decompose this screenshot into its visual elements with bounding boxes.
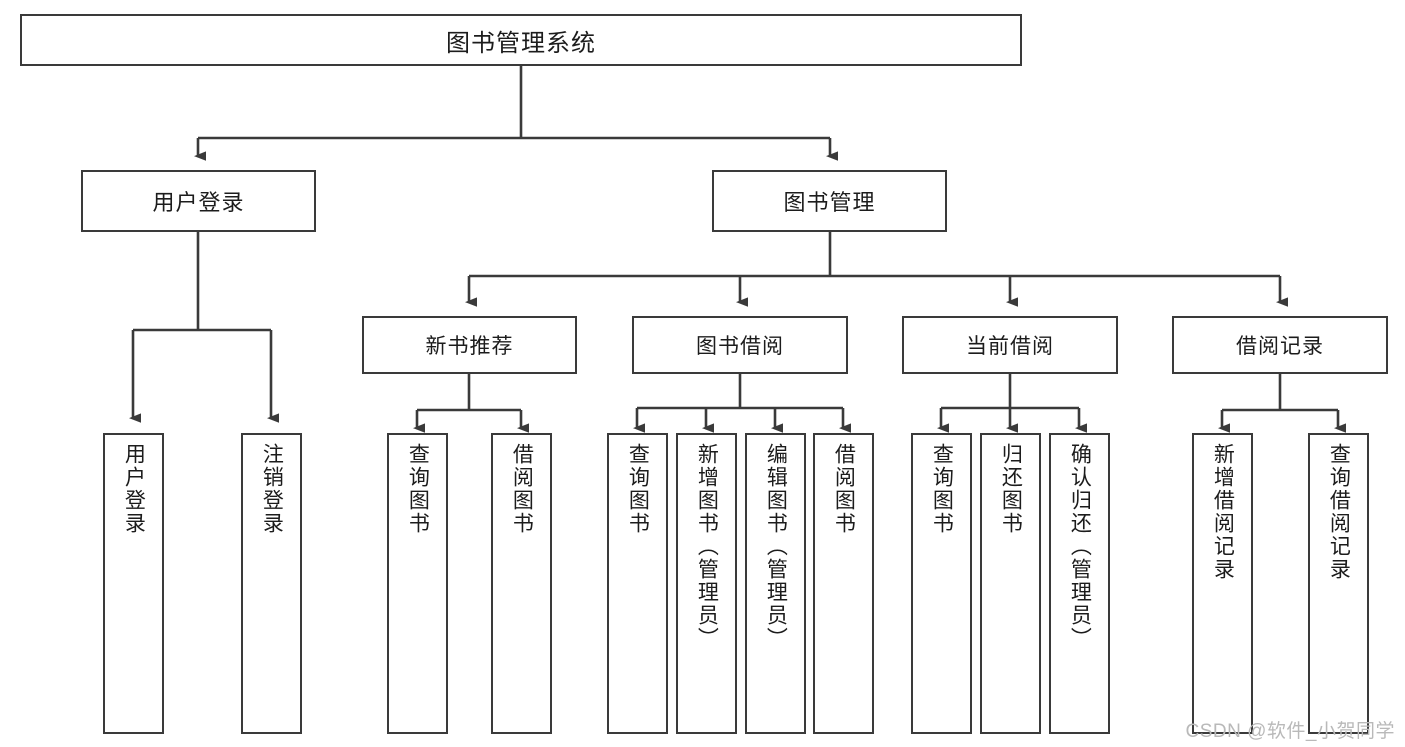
leaf-label: 编辑图书（管理员） <box>764 443 788 650</box>
leaf-label: 新增借阅记录 <box>1211 443 1235 581</box>
node-root-label: 图书管理系统 <box>446 29 596 57</box>
node-root[interactable]: 图书管理系统 <box>20 14 1022 66</box>
leaf-current-return-book[interactable]: 归还图书 <box>980 433 1041 734</box>
node-new-book-recommend-label: 新书推荐 <box>425 335 514 358</box>
leaf-label: 查询图书 <box>406 443 430 535</box>
leaf-user-login-logout[interactable]: 注销登录 <box>241 433 302 734</box>
node-borrow-record-label: 借阅记录 <box>1236 335 1324 358</box>
leaf-label: 借阅图书 <box>832 443 856 535</box>
leaf-record-query-record[interactable]: 查询借阅记录 <box>1308 433 1369 734</box>
node-current-borrow[interactable]: 当前借阅 <box>902 316 1118 374</box>
node-book-management[interactable]: 图书管理 <box>712 170 947 232</box>
node-new-book-recommend[interactable]: 新书推荐 <box>362 316 577 374</box>
node-book-borrow[interactable]: 图书借阅 <box>632 316 848 374</box>
node-user-login[interactable]: 用户登录 <box>81 170 316 232</box>
leaf-label: 归还图书 <box>999 443 1023 535</box>
leaf-label: 查询图书 <box>930 443 954 535</box>
leaf-recommend-query-book[interactable]: 查询图书 <box>387 433 448 734</box>
node-current-borrow-label: 当前借阅 <box>966 335 1054 358</box>
csdn-watermark: CSDN @软件_小贺同学 <box>1185 721 1395 742</box>
leaf-borrow-borrow-book[interactable]: 借阅图书 <box>813 433 874 734</box>
leaf-label: 新增图书（管理员） <box>695 443 719 650</box>
leaf-borrow-edit-book-admin[interactable]: 编辑图书（管理员） <box>745 433 806 734</box>
leaf-label: 查询图书 <box>626 443 650 535</box>
node-user-login-label: 用户登录 <box>152 190 245 215</box>
node-book-borrow-label: 图书借阅 <box>696 335 784 358</box>
leaf-borrow-add-book-admin[interactable]: 新增图书（管理员） <box>676 433 737 734</box>
leaf-label: 用户登录 <box>122 443 146 535</box>
leaf-label: 注销登录 <box>260 443 284 535</box>
leaf-user-login-login[interactable]: 用户登录 <box>103 433 164 734</box>
leaf-current-query-book[interactable]: 查询图书 <box>911 433 972 734</box>
leaf-borrow-query-book[interactable]: 查询图书 <box>607 433 668 734</box>
leaf-recommend-borrow-book[interactable]: 借阅图书 <box>491 433 552 734</box>
leaf-label: 查询借阅记录 <box>1327 443 1351 581</box>
leaf-record-add-record[interactable]: 新增借阅记录 <box>1192 433 1253 734</box>
leaf-current-confirm-return-admin[interactable]: 确认归还（管理员） <box>1049 433 1110 734</box>
leaf-label: 确认归还（管理员） <box>1068 443 1092 650</box>
node-borrow-record[interactable]: 借阅记录 <box>1172 316 1388 374</box>
node-book-management-label: 图书管理 <box>783 190 876 215</box>
leaf-label: 借阅图书 <box>510 443 534 535</box>
